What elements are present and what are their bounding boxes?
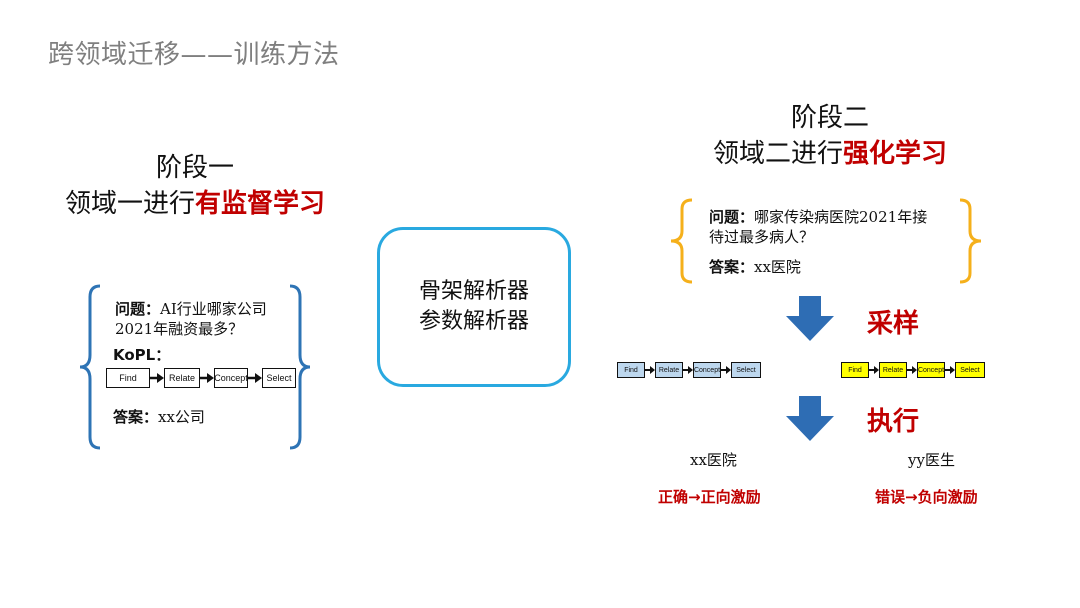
stage2-heading: 阶段二 [790,103,869,133]
arrow-right-icon [150,373,164,383]
reward-right: 错误→负向激励 [875,488,978,506]
stage2-question-label: 问题： [709,208,755,226]
result-left: xx医院 [690,451,737,469]
stage1-question-line2: 2021年融资最多？ [115,320,244,338]
program-node-find: Find [841,362,869,378]
stage1-kopl-label: KoPL： [113,345,170,365]
stage1-subtitle-highlight: 有监督学习 [195,189,326,219]
parser-box: 骨架解析器 参数解析器 [377,227,571,387]
skeleton-parser-label: 骨架解析器 [418,279,529,304]
stage2-heading-block: 阶段二 领域二进行强化学习 [690,100,970,172]
result-right: yy医生 [908,451,955,469]
stage2-subtitle-highlight: 强化学习 [843,139,948,169]
program-node-concept: Concept [917,362,945,378]
stage2-answer-label: 答案： [709,258,755,276]
stage1-left-brace [79,284,101,450]
stage1-question-label: 问题： [115,300,161,318]
kopl-label-text: KoPL： [113,346,171,364]
program-node-concept: Concept [214,368,248,388]
arrow-right-icon [683,366,693,374]
program-node-relate: Relate [164,368,200,388]
arrow-right-icon [907,366,917,374]
stage2-answer-value: xx医院 [754,258,801,276]
arrow-right-icon [721,366,731,374]
program-node-select: Select [955,362,985,378]
stage2-subtitle: 领域二进行强化学习 [690,136,970,172]
arrow-right-icon [200,373,214,383]
stage1-subtitle: 领域一进行有监督学习 [60,186,330,222]
program-node-select: Select [262,368,296,388]
program-node-relate: Relate [879,362,907,378]
stage1-answer-value: xx公司 [158,408,205,426]
reward-left: 正确→正向激励 [658,488,761,506]
arrow-right-icon [945,366,955,374]
stage2-question-line1: 哪家传染病医院2021年接 [754,208,928,226]
stage1-heading-block: 阶段一 领域一进行有监督学习 [60,150,330,222]
arrow-right-icon [248,373,262,383]
program-node-select: Select [731,362,761,378]
stage1-subtitle-prefix: 领域一进行 [64,189,195,219]
stage2-answer: 答案：xx医院 [709,257,801,277]
down-arrow-icon [786,296,834,341]
stage2-right-brace [959,198,982,284]
down-arrow-icon [786,396,834,441]
stage1-right-brace [289,284,311,450]
program-node-find: Find [106,368,150,388]
execute-label: 执行 [867,407,920,437]
argument-parser-label: 参数解析器 [418,309,529,334]
sample-label: 采样 [867,309,920,339]
stage2-question-line2: 待过最多病人？ [709,228,815,246]
stage2-left-brace [670,198,693,284]
stage1-heading: 阶段一 [155,153,234,183]
stage1-question: 问题：AI行业哪家公司 2021年融资最多？ [115,299,290,339]
arrow-right-icon [645,366,655,374]
program-node-relate: Relate [655,362,683,378]
stage2-question: 问题：哪家传染病医院2021年接 待过最多病人？ [709,207,954,247]
stage1-answer-label: 答案： [113,408,159,426]
program-node-concept: Concept [693,362,721,378]
program-node-find: Find [617,362,645,378]
stage1-answer: 答案：xx公司 [113,407,205,427]
arrow-right-icon [869,366,879,374]
sampled-program-right: Find Relate Concept Select [841,362,985,378]
stage1-question-line1: AI行业哪家公司 [160,300,267,318]
page-title: 跨领域迁移——训练方法 [48,40,340,70]
sampled-program-left: Find Relate Concept Select [617,362,761,378]
stage2-subtitle-prefix: 领域二进行 [712,139,843,169]
stage1-program-flow: Find Relate Concept Select [106,368,296,388]
